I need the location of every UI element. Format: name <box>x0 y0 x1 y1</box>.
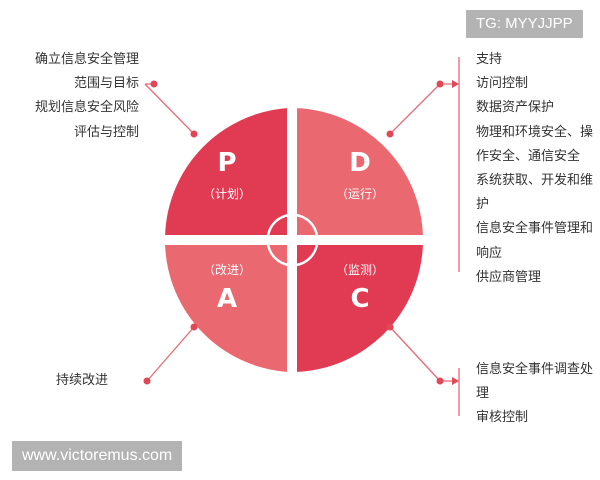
quadrant-a-sub: （改进） <box>202 263 251 277</box>
list-item: 确立信息安全管理 <box>34 52 139 67</box>
do-items-list: 支持 访问控制 数据资产保护 物理和环境安全、操 作安全、通信安全 系统获取、开… <box>476 48 593 290</box>
list-item: 规划信息安全风险 <box>34 100 139 116</box>
list-item: 供应商管理 <box>476 269 542 285</box>
connector-dots <box>143 80 444 385</box>
list-item: 范围与目标 <box>73 76 139 92</box>
watermark-top: TG: MYYJJPP <box>466 10 583 38</box>
list-item: 理 <box>476 386 490 402</box>
list-item: 审核控制 <box>476 410 529 426</box>
quadrant-d-sub: （运行） <box>335 187 384 201</box>
quadrant-c-letter: C <box>350 284 370 314</box>
list-item: 作安全、通信安全 <box>476 148 581 164</box>
list-item: 访问控制 <box>476 76 529 92</box>
list-item: 数据资产保护 <box>476 100 555 116</box>
quadrant-c <box>297 245 423 372</box>
list-item: 系统获取、开发和维 <box>476 173 594 189</box>
list-item: 支持 <box>476 52 503 67</box>
act-item: 持续改进 <box>56 373 109 388</box>
quadrant-p-sub: （计划） <box>202 187 251 201</box>
list-item: 物理和环境安全、操 <box>476 124 594 140</box>
plan-items-list: 确立信息安全管理 范围与目标 规划信息安全风险 评估与控制 <box>35 48 139 145</box>
list-item: 护 <box>476 197 490 213</box>
quadrant-a <box>165 245 287 372</box>
quadrant-p <box>165 108 287 235</box>
quadrant-c-sub: （监测） <box>335 263 384 277</box>
quadrant-d <box>297 108 423 235</box>
quadrant-p-letter: P <box>217 148 237 178</box>
quadrant-a-letter: A <box>216 284 238 314</box>
cycle-ring-icon <box>266 213 319 267</box>
arrow-icons <box>452 80 459 385</box>
list-item: 信息安全事件管理和 <box>476 221 594 237</box>
list-item: 响应 <box>476 245 503 261</box>
list-item: 评估与控制 <box>73 124 139 140</box>
list-item: 信息安全事件调查处 <box>476 362 594 377</box>
check-items-list: 信息安全事件调查处 理 审核控制 <box>476 358 593 431</box>
watermark-bottom: www.victoremus.com <box>12 441 183 471</box>
quadrant-d-letter: D <box>349 148 371 178</box>
